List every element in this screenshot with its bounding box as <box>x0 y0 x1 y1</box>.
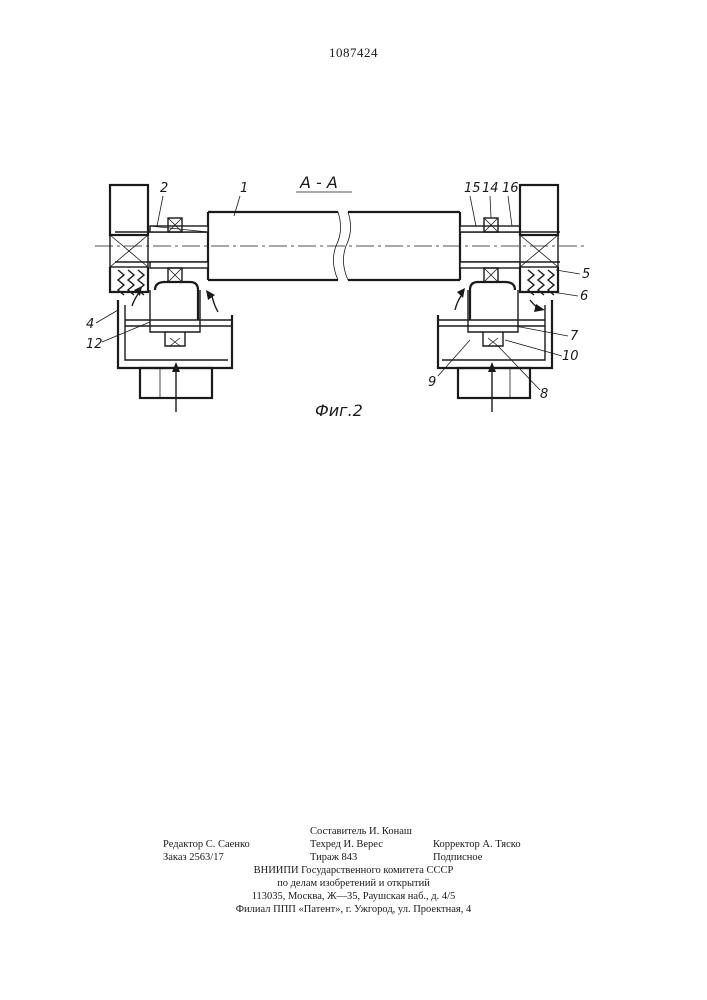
left-frame <box>110 185 148 295</box>
airflow-arrows <box>132 286 545 412</box>
svg-text:14: 14 <box>482 181 499 196</box>
bearings <box>168 218 498 282</box>
footer-editor: Редактор С. Саенко <box>163 838 250 851</box>
footer-org-line1: ВНИИПИ Государственного комитета СССР <box>0 864 707 877</box>
right-frame <box>520 185 558 295</box>
svg-text:2: 2 <box>160 181 168 196</box>
footer-subscription: Подписное <box>433 851 482 864</box>
right-housing <box>438 282 552 398</box>
svg-text:5: 5 <box>582 267 590 282</box>
svg-text:9: 9 <box>428 375 436 390</box>
svg-text:1: 1 <box>240 181 248 196</box>
footer-circulation: Тираж 843 <box>310 851 357 864</box>
figure-caption: Фиг.2 <box>315 401 363 420</box>
section-label: А - А <box>299 173 338 192</box>
svg-text:15: 15 <box>464 181 481 196</box>
footer-compiler: Составитель И. Конаш <box>310 825 412 838</box>
svg-text:7: 7 <box>570 329 579 344</box>
svg-text:8: 8 <box>540 387 548 402</box>
footer-techred: Техред И. Верес <box>310 838 383 851</box>
technical-drawing-fig2: А - А <box>0 150 707 440</box>
footer-org-line2: по делам изобретений и открытий <box>0 877 707 890</box>
svg-text:6: 6 <box>580 289 588 304</box>
svg-text:16: 16 <box>502 181 519 196</box>
svg-text:4: 4 <box>86 317 94 332</box>
svg-text:10: 10 <box>562 349 579 364</box>
svg-text:12: 12 <box>86 337 103 352</box>
footer-order: Заказ 2563/17 <box>163 851 224 864</box>
footer-branch: Филиал ППП «Патент», г. Ужгород, ул. Про… <box>0 903 707 916</box>
footer-address: 113035, Москва, Ж—35, Раушская наб., д. … <box>0 890 707 903</box>
right-shaft <box>460 226 560 268</box>
patent-number: 1087424 <box>0 45 707 61</box>
footer-corrector: Корректор А. Тяско <box>433 838 521 851</box>
left-shaft <box>115 226 208 268</box>
